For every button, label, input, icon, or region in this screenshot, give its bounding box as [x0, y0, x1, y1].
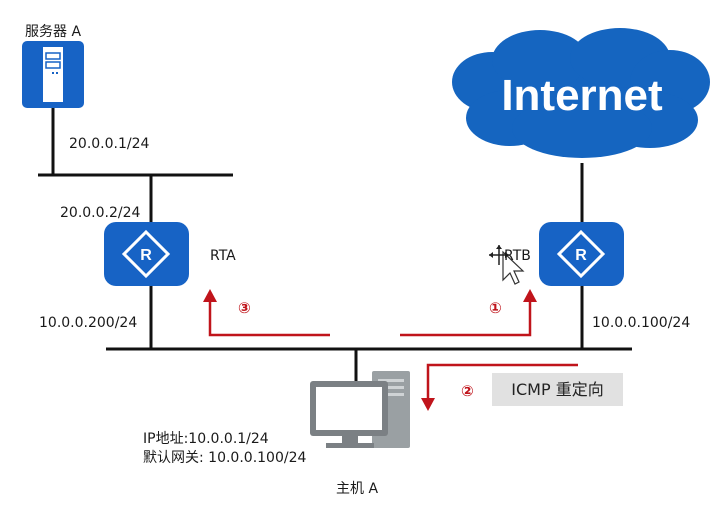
host-gateway: 默认网关: 10.0.0.100/24 [143, 450, 307, 466]
server-label: 服务器 A [25, 24, 82, 40]
cloud-icon [452, 28, 710, 158]
links [38, 108, 632, 384]
rtb-ip-bottom: 10.0.0.100/24 [592, 315, 691, 331]
rta-ip-top: 20.0.0.2/24 [60, 205, 141, 221]
computer-icon [310, 371, 410, 448]
host-label: 主机 A [336, 481, 379, 497]
step1-marker: ① [489, 299, 502, 317]
step3-marker: ③ [238, 299, 251, 317]
rta-label: RTA [210, 248, 236, 264]
svg-text:R: R [140, 247, 152, 264]
svg-text:R: R [575, 247, 587, 264]
router-rtb-icon: R [539, 222, 624, 286]
arrow-step1 [400, 300, 532, 337]
router-rta-icon: R [104, 222, 189, 286]
mouse-cursor-icon [489, 245, 525, 285]
flow-arrows [208, 300, 578, 400]
server-ip: 20.0.0.1/24 [69, 136, 150, 152]
host-ip: IP地址:10.0.0.1/24 [143, 431, 269, 447]
server-icon [22, 41, 84, 108]
internet-label: Internet [501, 71, 663, 120]
arrowheads [203, 289, 537, 411]
icmp-redirect-label: ICMP 重定向 [511, 380, 604, 399]
step2-marker: ② [461, 382, 474, 400]
rtb-label: RTB [504, 248, 531, 264]
icmp-redirect-box: ICMP 重定向 [492, 373, 623, 406]
arrow-step3 [208, 300, 330, 337]
arrow-step2 [426, 363, 578, 400]
rta-ip-bottom: 10.0.0.200/24 [39, 315, 138, 331]
